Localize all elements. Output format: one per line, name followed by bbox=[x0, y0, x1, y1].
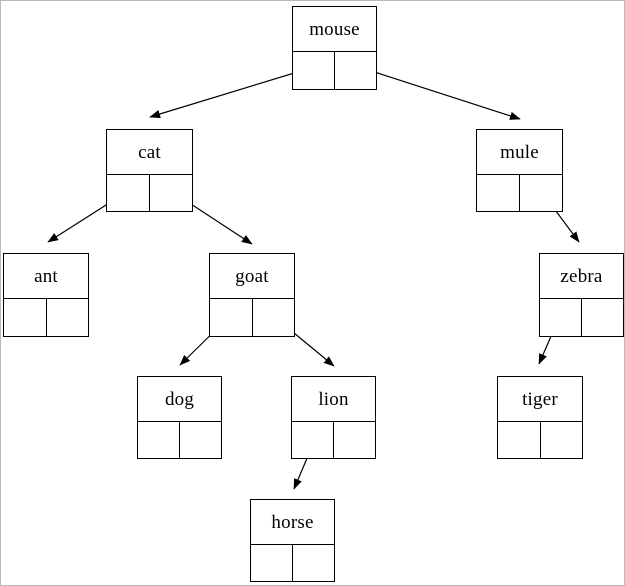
tree-node-mouse[interactable]: mouse bbox=[292, 6, 377, 90]
node-left-pointer-horse[interactable] bbox=[251, 545, 293, 581]
node-label-ant: ant bbox=[4, 254, 88, 299]
node-label-dog: dog bbox=[138, 377, 221, 422]
node-pointer-cells-lion bbox=[292, 422, 375, 458]
node-pointer-cells-goat bbox=[210, 299, 294, 336]
node-right-pointer-zebra[interactable] bbox=[582, 299, 623, 336]
node-label-horse: horse bbox=[251, 500, 334, 545]
node-label-lion: lion bbox=[292, 377, 375, 422]
node-pointer-cells-horse bbox=[251, 545, 334, 581]
node-right-pointer-mouse[interactable] bbox=[335, 52, 376, 89]
tree-node-cat[interactable]: cat bbox=[106, 129, 193, 212]
tree-node-zebra[interactable]: zebra bbox=[539, 253, 624, 337]
node-right-pointer-ant[interactable] bbox=[47, 299, 89, 336]
tree-node-horse[interactable]: horse bbox=[250, 499, 335, 582]
node-pointer-cells-mule bbox=[477, 175, 562, 211]
node-label-mouse: mouse bbox=[293, 7, 376, 52]
tree-edge-mouse-cat bbox=[149, 66, 315, 119]
node-right-pointer-tiger[interactable] bbox=[541, 422, 583, 458]
node-label-tiger: tiger bbox=[498, 377, 582, 422]
node-pointer-cells-cat bbox=[107, 175, 192, 211]
node-label-goat: goat bbox=[210, 254, 294, 299]
node-left-pointer-mouse[interactable] bbox=[293, 52, 335, 89]
tree-node-mule[interactable]: mule bbox=[476, 129, 563, 212]
node-right-pointer-cat[interactable] bbox=[150, 175, 192, 211]
tree-node-ant[interactable]: ant bbox=[3, 253, 89, 337]
node-left-pointer-mule[interactable] bbox=[477, 175, 520, 211]
node-left-pointer-zebra[interactable] bbox=[540, 299, 582, 336]
node-pointer-cells-ant bbox=[4, 299, 88, 336]
tree-node-tiger[interactable]: tiger bbox=[497, 376, 583, 459]
node-left-pointer-dog[interactable] bbox=[138, 422, 180, 458]
node-left-pointer-cat[interactable] bbox=[107, 175, 150, 211]
tree-edge-mouse-mule bbox=[355, 65, 521, 120]
node-label-zebra: zebra bbox=[540, 254, 623, 299]
node-pointer-cells-zebra bbox=[540, 299, 623, 336]
tree-node-goat[interactable]: goat bbox=[209, 253, 295, 337]
tree-node-lion[interactable]: lion bbox=[291, 376, 376, 459]
node-left-pointer-goat[interactable] bbox=[210, 299, 253, 336]
node-left-pointer-ant[interactable] bbox=[4, 299, 47, 336]
node-right-pointer-dog[interactable] bbox=[180, 422, 221, 458]
node-left-pointer-tiger[interactable] bbox=[498, 422, 541, 458]
tree-node-dog[interactable]: dog bbox=[137, 376, 222, 459]
node-label-mule: mule bbox=[477, 130, 562, 175]
node-right-pointer-goat[interactable] bbox=[253, 299, 295, 336]
node-right-pointer-lion[interactable] bbox=[334, 422, 375, 458]
node-pointer-cells-mouse bbox=[293, 52, 376, 89]
node-pointer-cells-tiger bbox=[498, 422, 582, 458]
node-pointer-cells-dog bbox=[138, 422, 221, 458]
node-right-pointer-mule[interactable] bbox=[520, 175, 562, 211]
node-label-cat: cat bbox=[107, 130, 192, 175]
node-right-pointer-horse[interactable] bbox=[293, 545, 334, 581]
node-left-pointer-lion[interactable] bbox=[292, 422, 334, 458]
